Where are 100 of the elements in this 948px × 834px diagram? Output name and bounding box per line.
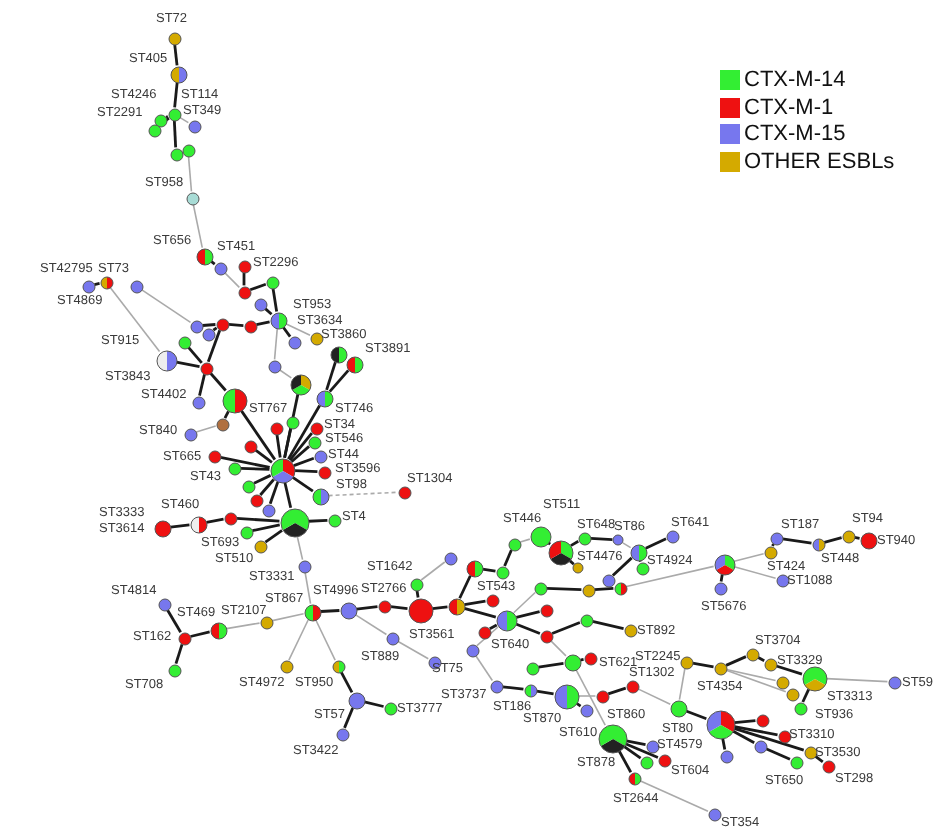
connector-line [734, 719, 756, 724]
connector-line [293, 456, 315, 467]
connector-line [734, 725, 778, 737]
legend-label: OTHER ESBLs [744, 149, 895, 174]
connector-line [288, 618, 310, 661]
connector-line [577, 695, 597, 697]
connector-line [294, 469, 318, 474]
connector-line [515, 622, 541, 635]
connector-line [725, 655, 747, 667]
connector-line [223, 271, 241, 289]
connector-line [575, 668, 606, 726]
connector-line [283, 481, 293, 509]
connector-line [268, 481, 280, 505]
connector-line [512, 591, 536, 614]
connector-line [463, 606, 497, 619]
connector-line [765, 747, 791, 761]
connector-line [617, 750, 633, 773]
connector-line [825, 677, 889, 683]
connector-line [364, 700, 384, 708]
connector-line [198, 374, 206, 396]
connector-line [236, 517, 280, 523]
connector-line [296, 535, 304, 561]
connector-line [396, 640, 430, 660]
connector-line [283, 394, 300, 458]
connector-line [725, 668, 777, 682]
connector-line [209, 372, 227, 392]
connector-line [503, 549, 513, 567]
connector-line [240, 466, 270, 471]
connector-line [308, 518, 328, 523]
connector-line [356, 605, 378, 611]
connector-line [271, 613, 305, 622]
connector-line [220, 455, 270, 469]
connector-line [192, 203, 204, 249]
connector-line [611, 556, 633, 577]
connector-line [390, 605, 408, 610]
connector-line [239, 409, 277, 461]
connector-line [432, 605, 448, 610]
connector-line [291, 475, 314, 493]
connector-line [284, 322, 311, 336]
connector-line [692, 661, 714, 669]
connector-line [354, 613, 388, 636]
connector-line [458, 575, 472, 599]
connector-line [256, 320, 270, 326]
connector-line [685, 709, 707, 721]
connector-line [551, 621, 581, 635]
connector-line [476, 626, 499, 647]
connector-line [721, 738, 727, 750]
connector-line [314, 618, 336, 661]
connector-line [212, 326, 218, 332]
connector-line [187, 346, 203, 364]
connector-line [172, 120, 178, 148]
connector-line [801, 688, 810, 703]
connector-line [678, 667, 686, 701]
connector-line [173, 44, 179, 66]
connector-line [252, 523, 280, 533]
connector-line [195, 425, 217, 433]
connector-line [187, 155, 193, 193]
connector-line [771, 543, 775, 547]
connector-line [275, 434, 282, 458]
connector-line [339, 671, 354, 694]
connector-line [515, 610, 540, 619]
connector-line [206, 517, 224, 524]
connector-line [420, 561, 446, 581]
connector-line [166, 609, 182, 633]
connector-line [290, 445, 310, 463]
connector-line [733, 566, 777, 580]
connector-line [538, 661, 564, 669]
connector-line [590, 537, 613, 542]
connector-line [273, 327, 279, 361]
connector-line [775, 664, 803, 676]
connector-line [190, 630, 210, 638]
connector-line [249, 282, 267, 292]
connector-line [206, 329, 222, 363]
connector-line [733, 552, 765, 563]
connector-line [626, 739, 646, 747]
connector-line [259, 478, 275, 496]
connector-line [304, 571, 312, 605]
connector-line [637, 688, 672, 706]
connector-line [519, 538, 531, 543]
legend-label: CTX-M-1 [744, 95, 834, 120]
connector-line [109, 286, 161, 353]
connector-line [645, 537, 667, 550]
connector-line [546, 586, 582, 592]
connector-line [225, 622, 261, 630]
connector-line [174, 643, 184, 665]
connector-line [173, 82, 179, 108]
connector-line [782, 537, 812, 545]
connector-line [165, 115, 169, 119]
connector-line [287, 404, 321, 460]
connector-line [140, 288, 192, 324]
connector-line [732, 729, 755, 745]
connector-line [325, 361, 337, 391]
connector-line [202, 323, 216, 327]
connector-line [464, 599, 486, 606]
connector-line [536, 689, 554, 696]
connector-line [570, 540, 579, 547]
connector-line [271, 288, 279, 312]
connector-line [253, 474, 272, 485]
connector-line [824, 536, 842, 544]
connector-line [622, 542, 632, 549]
